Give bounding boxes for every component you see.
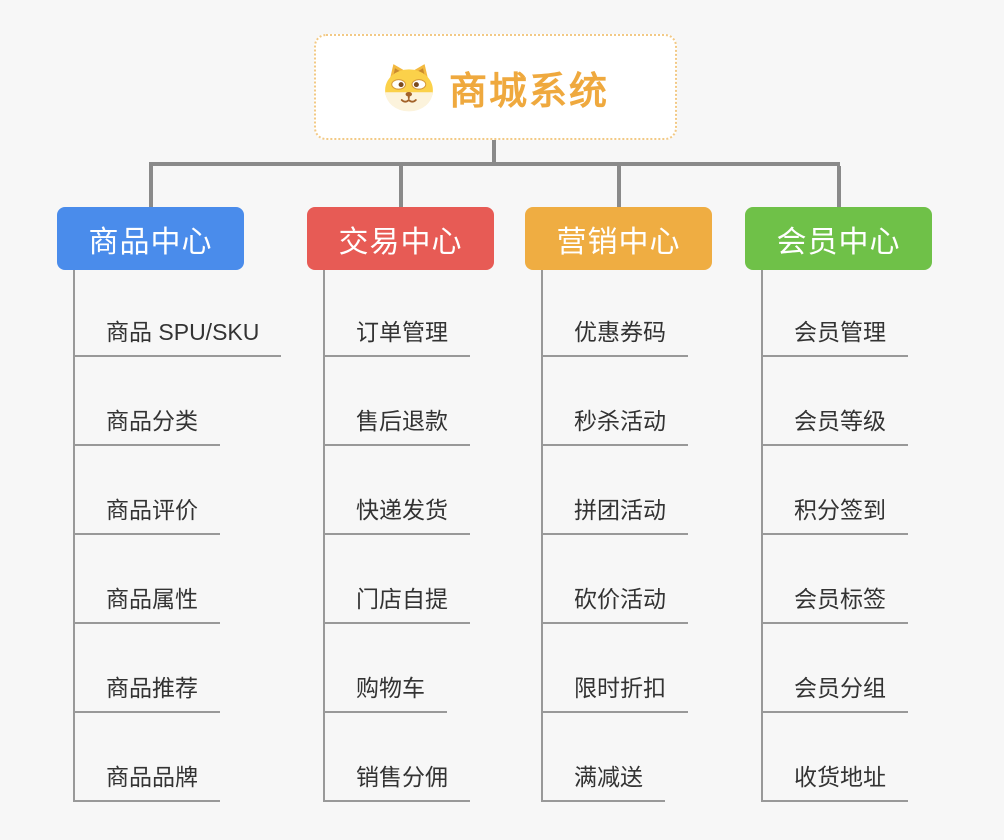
leaf-node-member-center-3[interactable]: 会员标签 bbox=[761, 584, 908, 624]
connector-trunk-member-center bbox=[761, 270, 763, 802]
leaf-node-member-center-2[interactable]: 积分签到 bbox=[761, 495, 908, 535]
leaf-node-trade-center-0[interactable]: 订单管理 bbox=[323, 317, 470, 357]
root-node[interactable]: 商城系统 bbox=[314, 34, 677, 140]
leaf-node-marketing-center-1[interactable]: 秒杀活动 bbox=[541, 406, 688, 446]
root-title: 商城系统 bbox=[448, 70, 609, 113]
leaf-node-product-center-3[interactable]: 商品属性 bbox=[73, 584, 220, 624]
connector-trunk-marketing-center bbox=[541, 270, 543, 802]
leaf-node-product-center-5[interactable]: 商品品牌 bbox=[73, 762, 220, 802]
branch-node-trade-center[interactable]: 交易中心 bbox=[307, 207, 494, 270]
leaf-node-member-center-4[interactable]: 会员分组 bbox=[761, 673, 908, 713]
leaf-node-member-center-5[interactable]: 收货地址 bbox=[761, 762, 908, 802]
leaf-node-product-center-4[interactable]: 商品推荐 bbox=[73, 673, 220, 713]
leaf-node-member-center-1[interactable]: 会员等级 bbox=[761, 406, 908, 446]
leaf-node-trade-center-1[interactable]: 售后退款 bbox=[323, 406, 470, 446]
leaf-node-marketing-center-4[interactable]: 限时折扣 bbox=[541, 673, 688, 713]
connector-horizontal-bar bbox=[149, 162, 840, 166]
connector-drop-trade-center bbox=[398, 166, 403, 207]
branch-node-marketing-center[interactable]: 营销中心 bbox=[525, 207, 712, 270]
connector-root-stub bbox=[492, 140, 496, 166]
connector-drop-member-center bbox=[836, 166, 841, 207]
leaf-node-product-center-1[interactable]: 商品分类 bbox=[73, 406, 220, 446]
leaf-node-product-center-0[interactable]: 商品 SPU/SKU bbox=[73, 317, 282, 357]
shiba-dog-icon bbox=[382, 62, 436, 112]
branch-node-member-center[interactable]: 会员中心 bbox=[745, 207, 932, 270]
connector-drop-product-center bbox=[148, 166, 153, 207]
leaf-node-trade-center-3[interactable]: 门店自提 bbox=[323, 584, 470, 624]
leaf-node-marketing-center-5[interactable]: 满减送 bbox=[541, 762, 665, 802]
leaf-node-member-center-0[interactable]: 会员管理 bbox=[761, 317, 908, 357]
connector-trunk-trade-center bbox=[323, 270, 325, 802]
connector-drop-marketing-center bbox=[616, 166, 621, 207]
leaf-node-product-center-2[interactable]: 商品评价 bbox=[73, 495, 220, 535]
leaf-node-marketing-center-2[interactable]: 拼团活动 bbox=[541, 495, 688, 535]
leaf-node-trade-center-5[interactable]: 销售分佣 bbox=[323, 762, 470, 802]
branch-node-product-center[interactable]: 商品中心 bbox=[57, 207, 244, 270]
leaf-node-marketing-center-3[interactable]: 砍价活动 bbox=[541, 584, 688, 624]
leaf-node-trade-center-4[interactable]: 购物车 bbox=[323, 673, 447, 713]
connector-trunk-product-center bbox=[73, 270, 75, 802]
leaf-node-marketing-center-0[interactable]: 优惠券码 bbox=[541, 317, 688, 357]
leaf-node-trade-center-2[interactable]: 快递发货 bbox=[323, 495, 470, 535]
